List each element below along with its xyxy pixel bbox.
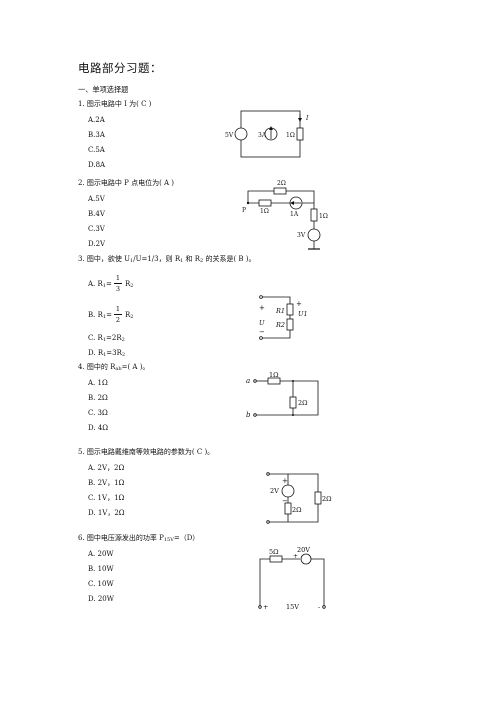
q5-plus-label: +: [282, 477, 288, 485]
question-2-stem: 2. 图示电路中 P 点电位为( A ): [78, 179, 175, 187]
q2-source-v-label: 3V: [297, 232, 306, 239]
q1-option-b: B.3A: [88, 131, 105, 139]
q3-r1-label: R1: [275, 307, 285, 315]
q3-circuit-diagram: + + R1 R2 U U1 −: [259, 295, 308, 340]
q2-r-left-label: 1Ω: [260, 208, 269, 215]
q4-r2-label: 2Ω: [298, 399, 308, 407]
question-6-stem: 6. 图中电压源发出的功率 P15V=（D）: [78, 534, 200, 543]
q3-u-label: U: [259, 319, 265, 327]
q5-option-c: C. 1V，1Ω: [88, 494, 125, 502]
q5-option-d: D. 1V，2Ω: [88, 509, 125, 517]
q2-source-i-label: 1A: [290, 211, 299, 218]
q4-option-b: B. 2Ω: [88, 394, 108, 402]
q6-option-a: A. 20W: [88, 550, 114, 558]
q2-option-b: B.4V: [88, 210, 105, 218]
q3-r2-label: R2: [275, 321, 285, 329]
question-1-stem: 1. 图示电路中 I 为( C ): [78, 100, 152, 108]
q1-source-i-label: 3A: [258, 132, 267, 139]
q3-option-b-rhs: R2: [125, 311, 134, 320]
question-4-stem: 4. 图中的 Rab=( A )。: [78, 363, 150, 372]
q6-option-d: D. 20W: [88, 595, 114, 603]
q6-circuit-diagram: 5Ω 20V + + 15V -: [258, 546, 326, 611]
q4-terminal-b: b: [246, 411, 251, 419]
q1-source-v-label: 5V: [225, 132, 234, 139]
q5-option-a: A. 2V，2Ω: [88, 464, 125, 472]
q3-option-a-rhs: R2: [125, 280, 134, 289]
q1-circuit-diagram: 5V 3A 1Ω I: [225, 110, 309, 158]
q5-circuit-diagram: + 2V − 2Ω 2Ω: [266, 472, 332, 524]
q3-option-a: A. R1=: [88, 280, 112, 289]
question-5-stem: 5. 图示电路戴维南等效电路的参数为( C )。: [78, 448, 215, 456]
q3-u1-label: U1: [298, 310, 308, 318]
q2-circuit-diagram: 2Ω P 1Ω 1A 1Ω 3V: [242, 180, 328, 250]
q5-option-b: B. 2V，1Ω: [88, 479, 125, 487]
page-title: 电路部分习题：: [78, 61, 162, 75]
q2-r-right-label: 1Ω: [319, 213, 328, 220]
q3-option-b: B. R1=: [88, 311, 112, 320]
q1-option-c: C.5A: [88, 146, 105, 154]
q6-minus-label: -: [318, 603, 320, 611]
q3-option-d: D. R1=3R2: [88, 349, 126, 358]
q1-option-a: A.2A: [88, 116, 105, 124]
q5-r-right-label: 2Ω: [322, 495, 332, 503]
q4-option-a: A. 1Ω: [88, 379, 108, 387]
q2-option-d: D.2V: [88, 240, 106, 248]
q5-r-mid-label: 2Ω: [292, 506, 302, 514]
question-3-stem: 3. 图中，欲使 U1/U=1/3，则 R1 和 R2 的关系是( B )。: [78, 255, 256, 264]
q2-node-label: P: [242, 207, 246, 214]
q2-option-a: A.5V: [88, 195, 105, 203]
q4-circuit-diagram: a b 1Ω 2Ω: [246, 371, 319, 419]
q6-plus-top-label: +: [293, 553, 298, 560]
q6-option-c: C. 10W: [88, 580, 114, 588]
q1-resistor-label: 1Ω: [286, 132, 295, 139]
q2-r-top-label: 2Ω: [277, 180, 286, 187]
q5-source-v-label: 2V: [270, 487, 279, 495]
q4-r1-label: 1Ω: [269, 371, 279, 379]
q4-option-c: C. 3Ω: [88, 409, 108, 417]
q6-option-b: B. 10W: [88, 565, 114, 573]
q3-plus-label: +: [259, 304, 265, 312]
q6-source-v-label: 20V: [297, 546, 310, 554]
q3-option-c: C. R1=2R2: [88, 334, 125, 343]
q1-current-label: I: [305, 115, 309, 122]
q5-minus-label: −: [282, 497, 288, 505]
q6-r-label: 5Ω: [269, 548, 279, 556]
q1-option-d: D.8A: [88, 161, 106, 169]
q3-plus2-label: +: [296, 300, 302, 308]
q2-option-c: C.3V: [88, 225, 105, 233]
q4-terminal-a: a: [246, 377, 250, 385]
q4-option-d: D. 4Ω: [88, 424, 109, 432]
q3-minus-label: −: [259, 328, 265, 336]
section-heading: 一、单项选择题: [78, 85, 129, 94]
q6-plus-bottom-label: +: [263, 603, 268, 611]
q6-bottom-v-label: 15V: [286, 603, 299, 611]
